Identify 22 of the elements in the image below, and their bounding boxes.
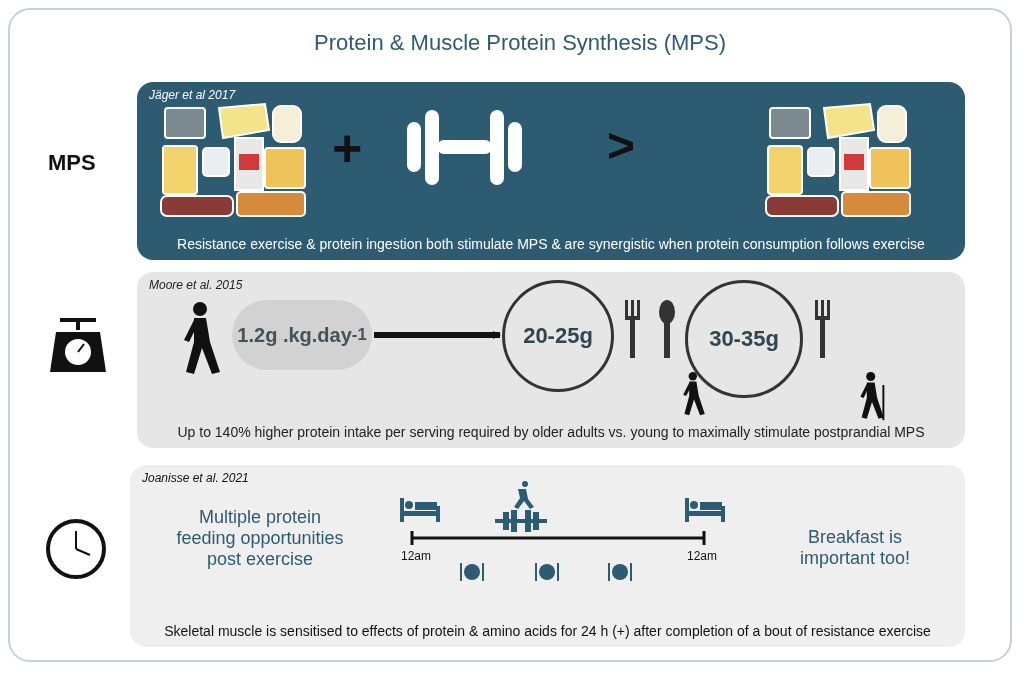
note-text: Breakfast is important too! [798,527,912,569]
food-drawing [157,102,307,217]
panel [137,272,965,448]
time-label: 12am [686,549,718,563]
food-drawing [762,102,912,217]
row-label: MPS [48,150,97,176]
title: Protein & Muscle Protein Synthesis (MPS) [312,30,727,56]
arrow [374,331,501,339]
panel [130,465,965,647]
summary-text: Up to 140% higher protein intake per serving required by older adults vs. young to maximally stimulate postprandial MPS [176,424,926,440]
greater-than-sign: > [607,122,637,170]
note-text: Multiple protein feeding opportunities post exercise [175,507,345,570]
time-label: 12am [400,549,432,563]
panel [137,82,965,260]
summary-text: Skeletal muscle is sensitised to effects of protein & amino acids for 24 h (+) after completion of a bout of resistance exercise [163,623,932,639]
citation: Jäger et al 2017 [149,88,236,102]
citation: Joanisse et al. 2021 [142,471,249,485]
citation: Moore et al. 2015 [149,278,243,292]
plus-sign: + [332,122,364,174]
dumbbell-drawing [407,110,522,185]
plate-circle: 20-25g [502,280,614,392]
summary-text: Resistance exercise & protein ingestion both stimulate MPS & are synergistic when protein consumption follows exercise [176,236,926,252]
